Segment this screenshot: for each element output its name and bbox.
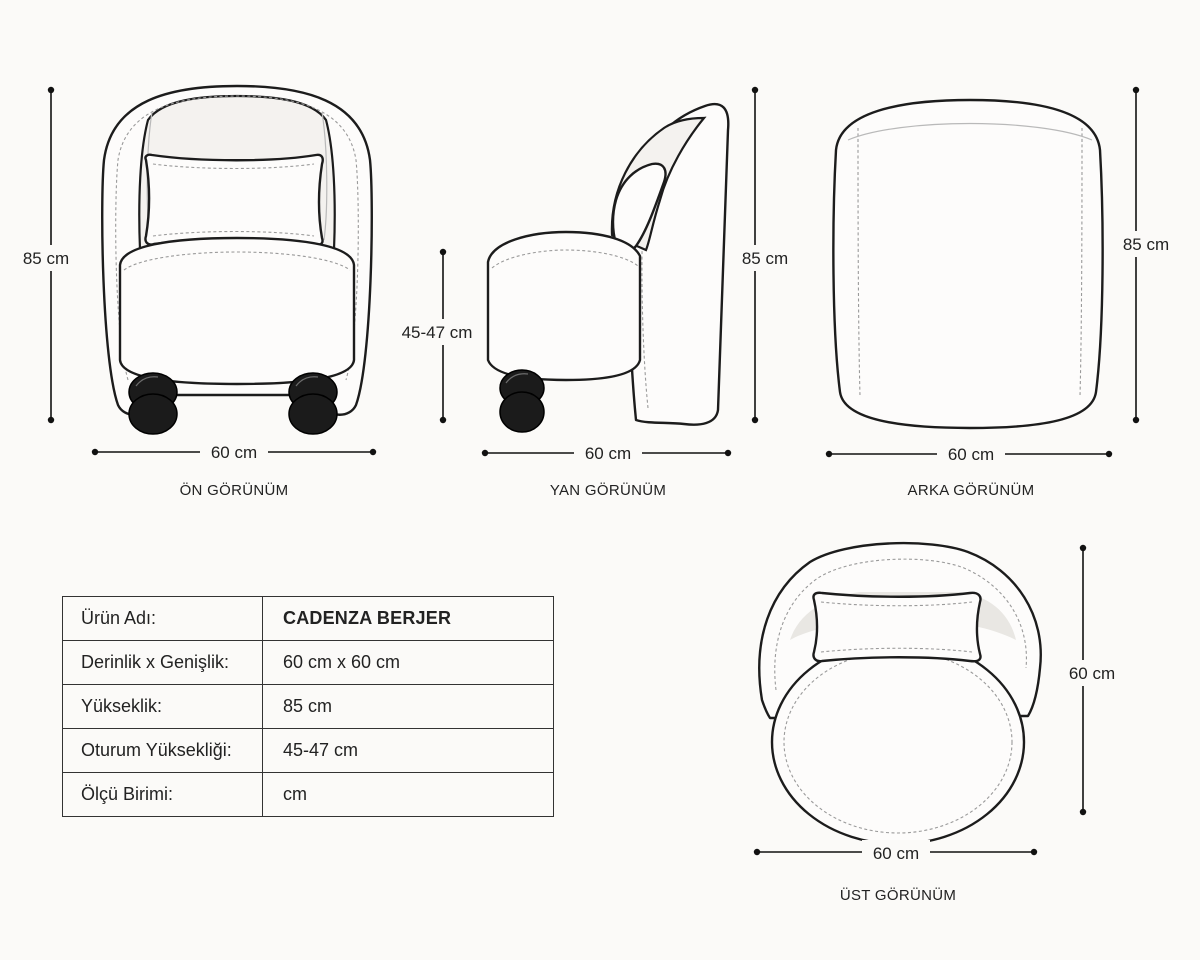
top-width-label: 60 cm [873, 844, 919, 863]
side-height-dimension: 85 cm [734, 86, 796, 424]
spec-label-unit: Ölçü Birimi: [62, 772, 263, 817]
side-seat-height-label: 45-47 cm [402, 323, 473, 342]
front-height-dimension: 85 cm [14, 86, 88, 424]
front-height-label: 85 cm [23, 249, 69, 268]
front-width-dimension: 60 cm [91, 440, 377, 464]
spec-table: Ürün Adı: CADENZA BERJER Derinlik x Geni… [62, 596, 554, 817]
front-width-label: 60 cm [211, 443, 257, 462]
table-row: Derinlik x Genişlik: 60 cm x 60 cm [62, 640, 554, 685]
back-height-label: 85 cm [1123, 235, 1169, 254]
side-height-label: 85 cm [742, 249, 788, 268]
spec-value-depth-width: 60 cm x 60 cm [262, 640, 554, 685]
top-view: 60 cm 60 cm ÜST GÖRÜNÜM [753, 541, 1123, 904]
side-seat-height-dimension: 45-47 cm [396, 248, 480, 424]
back-chair-drawing [832, 98, 1104, 430]
front-chair-drawing [101, 84, 373, 435]
back-width-label: 60 cm [948, 445, 994, 464]
top-width-dimension: 60 cm [753, 840, 1038, 864]
side-view: 45-47 cm 85 cm 60 cm YAN GÖRÜNÜM [396, 86, 796, 499]
side-width-dimension: 60 cm [481, 441, 732, 465]
back-view: 85 cm 60 cm ARKA GÖRÜNÜM [825, 86, 1178, 499]
table-row: Yükseklik: 85 cm [62, 684, 554, 729]
spec-label-product-name: Ürün Adı: [62, 596, 263, 641]
front-right-foot [288, 372, 338, 435]
front-view-title: ÖN GÖRÜNÜM [180, 481, 289, 499]
spec-label-depth-width: Derinlik x Genişlik: [62, 640, 263, 685]
top-view-title: ÜST GÖRÜNÜM [840, 886, 956, 904]
spec-label-height: Yükseklik: [62, 684, 263, 729]
side-chair-drawing [486, 102, 730, 433]
spec-value-seat-height: 45-47 cm [262, 728, 554, 773]
back-width-dimension: 60 cm [825, 442, 1113, 466]
table-row: Ürün Adı: CADENZA BERJER [62, 596, 554, 641]
side-width-label: 60 cm [585, 444, 631, 463]
top-chair-drawing [758, 541, 1042, 846]
spec-value-height: 85 cm [262, 684, 554, 729]
front-view: 85 cm 60 cm ÖN GÖRÜNÜM [14, 84, 377, 499]
top-depth-dimension: 60 cm [1061, 544, 1123, 816]
side-foot [499, 369, 545, 433]
back-view-title: ARKA GÖRÜNÜM [908, 481, 1035, 499]
side-view-title: YAN GÖRÜNÜM [550, 481, 666, 499]
spec-value-unit: cm [262, 772, 554, 817]
spec-label-seat-height: Oturum Yüksekliği: [62, 728, 263, 773]
spec-value-product-name: CADENZA BERJER [262, 596, 554, 641]
table-row: Ölçü Birimi: cm [62, 772, 554, 817]
table-row: Oturum Yüksekliği: 45-47 cm [62, 728, 554, 773]
top-depth-label: 60 cm [1069, 664, 1115, 683]
back-height-dimension: 85 cm [1116, 86, 1178, 424]
front-left-foot [128, 372, 178, 435]
